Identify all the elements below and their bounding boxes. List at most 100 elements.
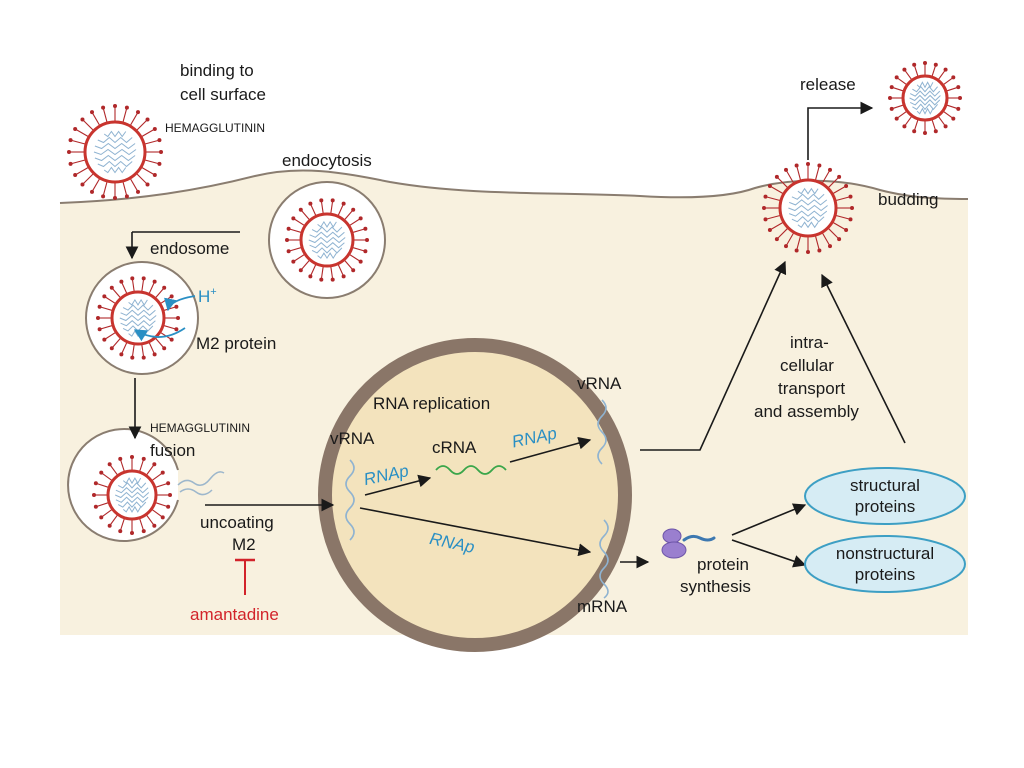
viral-rna-segment (97, 136, 133, 144)
hemagglutinin-spike (769, 185, 785, 195)
label-hemagglutinin-mid: HEMAGGLUTININ (150, 421, 250, 435)
hemagglutinin-spike (293, 253, 306, 263)
spike-tip (894, 116, 899, 121)
label-endocytosis: endocytosis (282, 151, 372, 170)
hemagglutinin-spike (931, 64, 937, 78)
hemagglutinin-spike (111, 337, 122, 349)
hemagglutinin-spike (348, 253, 361, 263)
viral-rna-segment (311, 247, 343, 254)
hemagglutinin-spike (796, 234, 802, 251)
hemagglutinin-spike (351, 228, 366, 234)
label-h-plus: H+ (198, 286, 217, 306)
hemagglutinin-spike (765, 214, 782, 220)
spike-tip (174, 327, 179, 332)
endosome-vesicle (85, 261, 199, 375)
spike-tip (80, 117, 85, 122)
spike-tip (97, 327, 102, 332)
spike-tip (762, 206, 766, 210)
hemagglutinin-spike (111, 287, 122, 299)
label-release: release (800, 75, 856, 94)
hemagglutinin-spike (796, 165, 802, 182)
spike-tip (774, 174, 779, 179)
label-mrna: mRNA (577, 597, 628, 616)
hemagglutinin-spike (151, 472, 164, 482)
spike-tip (308, 274, 313, 279)
spike-tip (136, 110, 140, 115)
vrna-incoming-strand (345, 459, 355, 541)
hemagglutinin-spike (913, 118, 919, 132)
spike-tip (145, 182, 150, 187)
spike-tip (169, 337, 174, 342)
label-rna-replication: RNA replication (373, 394, 490, 413)
spike-tip (330, 198, 335, 203)
viral-rna-segment (94, 154, 136, 162)
label-endosome: endosome (150, 239, 229, 258)
hemagglutinin-spike (827, 176, 840, 189)
hemagglutinin-spike (148, 281, 156, 295)
spike-tip (951, 75, 956, 80)
viral-rna-segment (317, 252, 337, 260)
spike-tip (912, 129, 917, 134)
spike-tip (341, 274, 346, 279)
hemagglutinin-spike (891, 104, 905, 110)
viral-rna-segment (120, 309, 156, 316)
label-protein-synthesis-1: protein (697, 555, 749, 574)
viral-rna-segment (103, 166, 127, 174)
hemagglutinin-spike (834, 214, 851, 220)
spike-tip (166, 504, 171, 509)
spike-tip (933, 62, 938, 67)
viral-rna-segment (791, 216, 825, 223)
viral-rna-segment (120, 320, 156, 327)
viral-rna-segment (103, 130, 127, 138)
spike-tip (308, 201, 313, 206)
hemagglutinin-spike (138, 517, 145, 532)
hemagglutinin-spike (145, 463, 155, 476)
hemagglutinin-spike (148, 341, 156, 355)
hemagglutinin-spike (769, 221, 785, 231)
plasma-membrane (59, 169, 969, 204)
spike-tip (912, 62, 917, 67)
spike-tip (943, 124, 948, 129)
arrow-release (807, 101, 874, 160)
spike-tip (157, 138, 162, 143)
hemagglutinin-spike (343, 259, 354, 271)
spike-tip (848, 194, 853, 199)
label-nonstructural-2: proteins (855, 565, 915, 584)
spike-tip (90, 110, 94, 115)
spike-tip (93, 481, 98, 486)
spike-tip (285, 238, 289, 242)
hemagglutinin-spike (300, 209, 311, 221)
spike-tip (956, 85, 961, 90)
viral-rna-segment (122, 477, 142, 485)
hemagglutinin-spike (776, 227, 789, 240)
viral-rna-segment (916, 107, 934, 115)
spike-tip (152, 173, 157, 177)
hemagglutinin-spike (821, 231, 831, 247)
label-transport-2: cellular (780, 356, 834, 375)
arrow-to-structural (731, 503, 807, 536)
label-m2-protein: M2 protein (196, 334, 276, 353)
spike-tip (319, 198, 324, 203)
spike-tip (73, 173, 78, 177)
spike-tip (837, 174, 842, 179)
viral-rna-segment (912, 85, 938, 93)
spike-tip (160, 515, 165, 520)
spike-tip (73, 127, 78, 131)
spike-tip (958, 96, 962, 100)
hemagglutinin-spike (891, 86, 905, 92)
virion-released (888, 61, 962, 135)
spike-tip (169, 294, 174, 299)
spike-tip (174, 304, 179, 309)
hemagglutinin-spike (102, 107, 108, 124)
label-vrna-out: vRNA (577, 374, 622, 393)
crna-strand (435, 465, 507, 475)
viral-rna-segment (791, 193, 825, 200)
spike-tip (291, 216, 296, 221)
label-binding-line1: binding to (180, 61, 254, 80)
spike-tip (763, 194, 768, 199)
spike-tip (794, 248, 799, 253)
spike-tip (817, 163, 822, 168)
hemagglutinin-spike (122, 180, 128, 197)
hemagglutinin-spike (945, 86, 959, 92)
